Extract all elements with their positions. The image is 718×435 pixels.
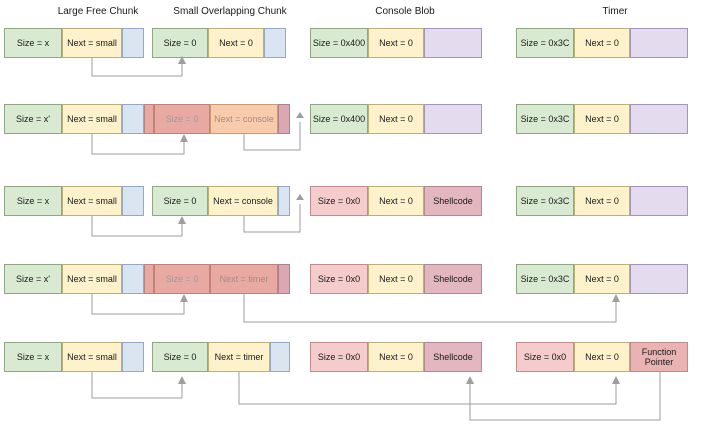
memory-cell-r2-c2: Next = small (62, 104, 122, 134)
memory-cell-r2-c3 (122, 104, 144, 134)
memory-cell-r5-c1: Size = x (4, 342, 62, 372)
memory-cell-r1-c8: Next = 0 (368, 28, 424, 58)
row4-small-to-chunk-head (180, 294, 188, 302)
row1-small-to-chunk (91, 58, 183, 77)
row4-small-to-chunk (91, 294, 185, 315)
memory-cell-r4-c4 (144, 264, 154, 294)
memory-cell-r3-c2: Next = small (62, 186, 122, 216)
memory-cell-r1-c1: Size = x (4, 28, 62, 58)
memory-cell-r4-c3 (122, 264, 144, 294)
memory-cell-r3-c7: Size = 0x0 (310, 186, 368, 216)
row5-funcptr-to-shellcode-head (466, 376, 474, 384)
memory-cell-r1-c10: Size = 0x3C (516, 28, 574, 58)
memory-cell-r2-c7 (278, 104, 290, 134)
memory-cell-r4-c6: Next = timer (210, 264, 278, 294)
memory-cell-r5-c3 (122, 342, 144, 372)
memory-cell-r1-c9 (424, 28, 482, 58)
memory-cell-r4-c2: Next = small (62, 264, 122, 294)
memory-cell-r3-c12 (630, 186, 688, 216)
memory-cell-r3-c11: Next = 0 (574, 186, 630, 216)
memory-cell-r2-c1: Size = x' (4, 104, 62, 134)
row2-small-to-chunk (91, 134, 185, 155)
memory-cell-r4-c10: Shellcode (424, 264, 482, 294)
row5-small-to-chunk (91, 372, 183, 399)
memory-cell-r1-c2: Next = small (62, 28, 122, 58)
memory-cell-r2-c8: Size = 0x400 (310, 104, 368, 134)
row5-small-to-chunk-head (178, 376, 186, 384)
memory-cell-r3-c3 (122, 186, 144, 216)
row4-timer-to-timer-head (612, 294, 620, 302)
memory-cell-r2-c6: Next = console (210, 104, 278, 134)
memory-cell-r2-c4 (144, 104, 154, 134)
row5-timer-to-timer (238, 372, 617, 405)
memory-cell-r4-c11: Size = 0x3C (516, 264, 574, 294)
memory-cell-r4-c9: Next = 0 (368, 264, 424, 294)
memory-cell-r2-c13 (630, 104, 688, 134)
row4-timer-to-timer (243, 294, 617, 323)
memory-cell-r3-c10: Size = 0x3C (516, 186, 574, 216)
memory-cell-r4-c7 (278, 264, 290, 294)
memory-cell-r3-c4: Size = 0 (152, 186, 208, 216)
memory-cell-r3-c1: Size = x (4, 186, 62, 216)
memory-cell-r5-c12: Function Pointer (630, 342, 688, 372)
memory-cell-r1-c4: Size = 0 (152, 28, 208, 58)
memory-cell-r1-c6 (264, 28, 286, 58)
memory-cell-r1-c5: Next = 0 (208, 28, 264, 58)
memory-cell-r1-c3 (122, 28, 144, 58)
row2-console-to-blob-head (296, 112, 304, 118)
memory-cell-r1-c11: Next = 0 (574, 28, 630, 58)
memory-cell-r3-c8: Next = 0 (368, 186, 424, 216)
memory-cell-r1-c12 (630, 28, 688, 58)
memory-cell-r2-c11: Size = 0x3C (516, 104, 574, 134)
memory-cell-r4-c5: Size = 0 (154, 264, 210, 294)
memory-cell-r5-c2: Next = small (62, 342, 122, 372)
row3-small-to-chunk-head (178, 216, 186, 224)
column-title-1: Large Free Chunk (57, 6, 139, 17)
memory-cell-r2-c9: Next = 0 (368, 104, 424, 134)
memory-cell-r2-c10 (424, 104, 482, 134)
row3-small-to-chunk (91, 216, 183, 237)
memory-cell-r4-c1: Size = x' (4, 264, 62, 294)
column-title-3: Console Blob (375, 6, 435, 17)
row3-console-to-blob-head (296, 194, 304, 200)
column-title-2: Small Overlapping Chunk (173, 6, 287, 17)
memory-cell-r4-c12: Next = 0 (574, 264, 630, 294)
memory-cell-r2-c5: Size = 0 (154, 104, 210, 134)
column-title-4: Timer (602, 6, 628, 17)
memory-cell-r2-c12: Next = 0 (574, 104, 630, 134)
row5-timer-to-timer-head (612, 376, 620, 384)
memory-cell-r5-c4: Size = 0 (152, 342, 208, 372)
memory-cell-r5-c6 (270, 342, 290, 372)
memory-cell-r3-c5: Next = console (208, 186, 278, 216)
row5-funcptr-to-shellcode (469, 372, 661, 421)
memory-cell-r1-c7: Size = 0x400 (310, 28, 368, 58)
memory-cell-r3-c9: Shellcode (424, 186, 482, 216)
memory-cell-r5-c10: Size = 0x0 (516, 342, 574, 372)
memory-cell-r5-c5: Next = timer (208, 342, 270, 372)
memory-cell-r5-c9: Shellcode (424, 342, 482, 372)
memory-cell-r3-c6 (278, 186, 290, 216)
memory-cell-r5-c8: Next = 0 (368, 342, 424, 372)
memory-cell-r4-c8: Size = 0x0 (310, 264, 368, 294)
memory-cell-r5-c7: Size = 0x0 (310, 342, 368, 372)
memory-cell-r5-c11: Next = 0 (574, 342, 630, 372)
memory-cell-r4-c13 (630, 264, 688, 294)
row2-small-to-chunk-head (180, 134, 188, 142)
